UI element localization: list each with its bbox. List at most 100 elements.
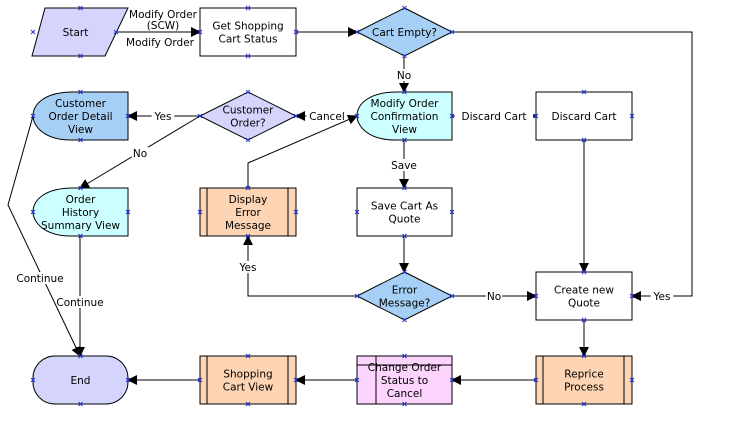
connection-point-icon <box>245 53 251 59</box>
edge-label: Yes <box>239 262 257 274</box>
edge-label: Modify Order <box>129 9 198 21</box>
edge-label-bg <box>389 159 419 171</box>
connection-point-icon <box>78 353 83 359</box>
edge-label-bg <box>454 110 534 122</box>
edge-detail-continue: Continue <box>7 115 81 357</box>
connection-point-icon <box>78 137 83 143</box>
node-label: Cart Status <box>219 34 278 46</box>
edge-label: Yes <box>653 291 671 303</box>
connection-point-icon <box>402 137 407 143</box>
edge-customer-order-no: No <box>79 115 201 189</box>
node-label: Cart View <box>223 382 274 394</box>
end-node[interactable]: End <box>30 353 131 407</box>
connection-point-icon <box>245 233 251 239</box>
connection-point-icon <box>581 317 587 323</box>
connection-point-icon <box>245 89 251 95</box>
connection-point-icon <box>30 209 36 215</box>
edge-label-bg <box>306 110 348 122</box>
node-label: Create new <box>554 285 614 297</box>
connection-point-icon <box>533 113 539 119</box>
edge-history-continue: Continue <box>53 236 107 357</box>
connection-point-icon <box>402 5 407 11</box>
start-node-shape <box>31 7 129 57</box>
edge-label: (SCW) <box>147 20 180 32</box>
edge-label: Discard Cart <box>461 111 526 123</box>
node-label: History <box>62 207 99 219</box>
connection-point-icon <box>125 209 131 215</box>
connection-point-icon <box>449 209 455 215</box>
edge-label: Cancel <box>309 111 345 123</box>
edge-error-back-to-modify <box>247 114 358 188</box>
connection-point-icon <box>533 377 539 383</box>
connection-point-icon <box>30 113 36 119</box>
connection-point-icon <box>402 401 407 407</box>
connection-point-icon <box>402 269 407 275</box>
node-label: End <box>71 375 91 387</box>
change-order-status-node-shape <box>356 355 453 405</box>
connection-point-icon <box>354 209 360 215</box>
connection-point-icon <box>449 113 455 119</box>
edge-label-bg <box>395 69 413 81</box>
node-label: View <box>68 124 93 136</box>
connection-point-icon <box>125 113 131 119</box>
connection-point-icon <box>293 113 299 119</box>
connection-point-icon <box>245 353 251 359</box>
edge-label-bg <box>151 110 175 122</box>
node-label: View <box>392 124 417 136</box>
edge-label: Save <box>391 160 417 172</box>
edge-label-bg <box>236 261 260 273</box>
connection-point-icon <box>629 377 635 383</box>
connection-point-icon <box>629 293 635 299</box>
connection-point-icon <box>402 353 407 359</box>
connection-point-icon <box>293 209 299 215</box>
connection-point-icon <box>402 185 407 191</box>
connection-point-icon <box>245 137 251 143</box>
node-label: Quote <box>389 214 421 226</box>
connection-point-icon <box>78 5 83 11</box>
connection-point-icon <box>581 353 587 359</box>
edge-label: Continue <box>56 297 103 309</box>
connection-point-icon <box>78 185 83 191</box>
edge-label-bg <box>53 296 107 308</box>
edge-line <box>243 235 357 297</box>
edge-line <box>247 114 358 188</box>
connection-point-icon <box>197 377 203 383</box>
node-label: Order Detail <box>48 111 112 123</box>
edge-label-bg <box>650 290 674 302</box>
connection-point-icon <box>293 377 299 383</box>
connection-point-icon <box>629 113 635 119</box>
edge-label-overlap: Modify Order <box>126 37 195 49</box>
node-label: Start <box>63 27 89 39</box>
node-label: Order? <box>230 118 265 130</box>
connection-point-icon <box>449 377 455 383</box>
edge-label: No <box>397 70 411 82</box>
connection-point-icon <box>78 401 83 407</box>
connection-point-icon <box>402 233 407 239</box>
node-label: Quote <box>568 298 600 310</box>
connection-point-icon <box>354 113 360 119</box>
cart-empty-decision[interactable]: Cart Empty? <box>354 5 455 59</box>
node-label: Modify Order <box>371 98 440 110</box>
discard-cart-node[interactable]: Discard Cart <box>533 89 635 143</box>
start-node[interactable]: Start <box>30 5 129 59</box>
connection-point-icon <box>197 113 203 119</box>
connection-point-icon <box>354 377 360 383</box>
node-label: Customer <box>222 105 274 117</box>
connection-point-icon <box>581 89 587 95</box>
connection-point-icon <box>30 29 36 35</box>
edge-label: Yes <box>154 111 172 123</box>
edge-cart-empty-no: No <box>395 56 413 93</box>
connection-point-icon <box>449 293 455 299</box>
